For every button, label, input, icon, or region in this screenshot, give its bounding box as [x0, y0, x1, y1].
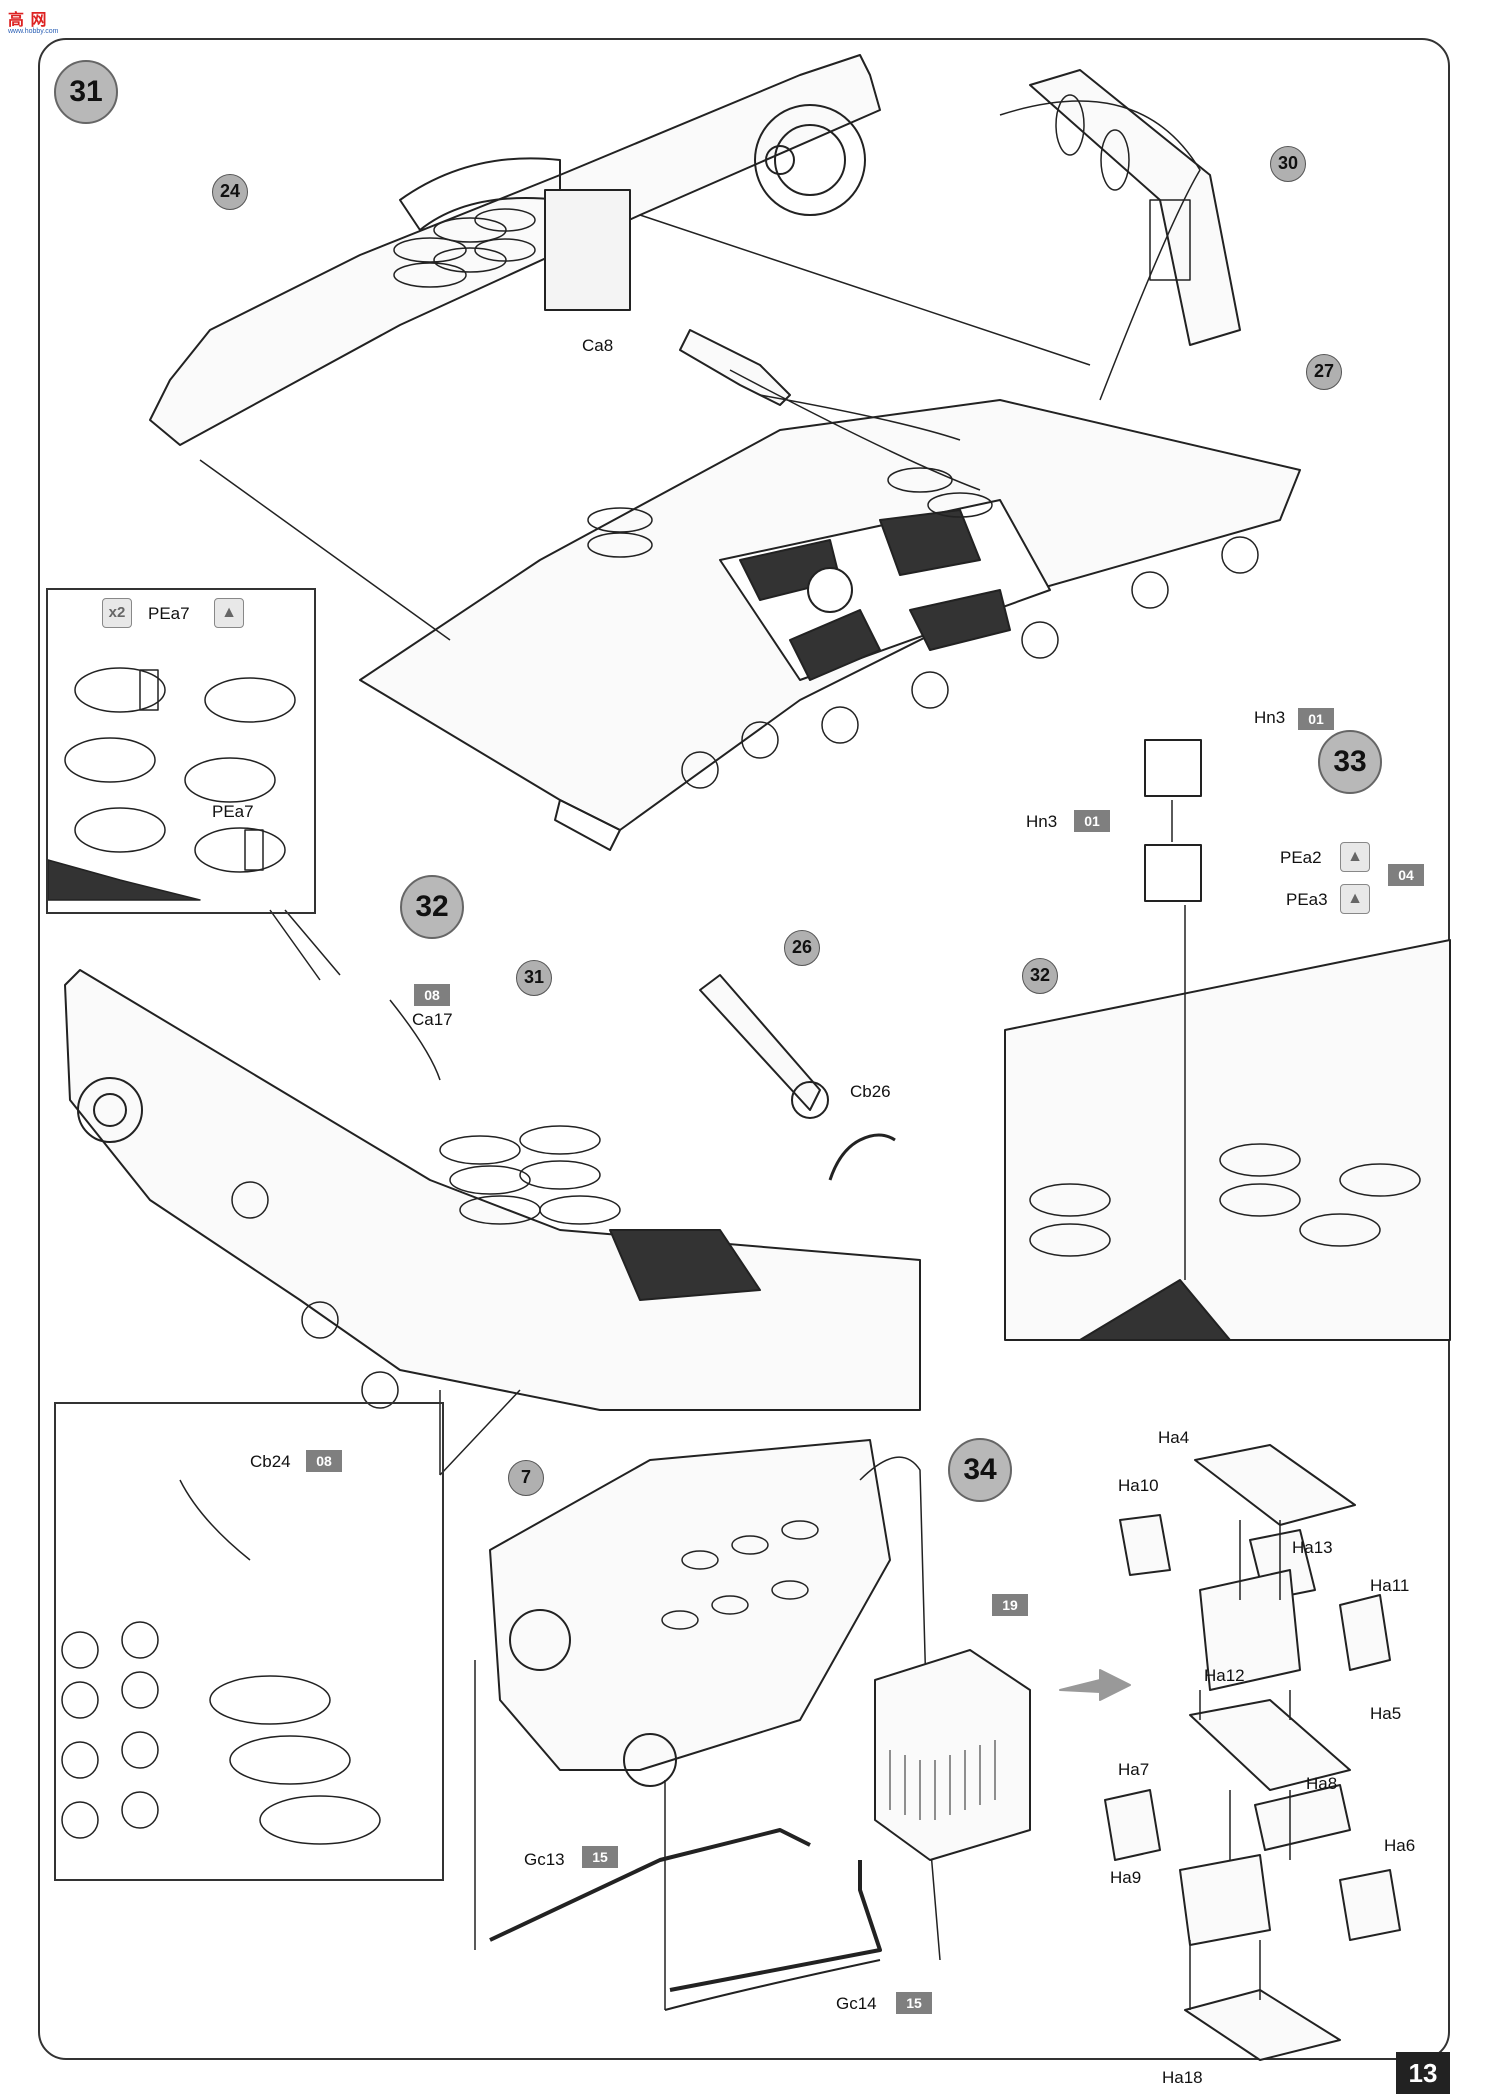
step-31-number: 31	[54, 60, 118, 124]
part-label-hn3-a: Hn3	[1254, 708, 1286, 727]
ref-step-24: 24	[212, 174, 248, 210]
part-label-pea3: PEa3	[1286, 890, 1328, 909]
sprue-tag-19: 19	[992, 1594, 1028, 1616]
sprue-tag-01-b: 01	[1074, 810, 1110, 832]
step-34-number: 34	[948, 1438, 1012, 1502]
ref-step-30: 30	[1270, 146, 1306, 182]
rear-panel-drawing	[1029, 69, 1241, 346]
sprue-tag-08-a: 08	[414, 984, 450, 1006]
part-label-ha11: Ha11	[1370, 1576, 1410, 1595]
part-label-ha13: Ha13	[1292, 1538, 1333, 1557]
sprue-tag-15-b: 15	[896, 1992, 932, 2014]
part-label-ha6: Ha6	[1384, 1836, 1416, 1855]
part-label-hn3-b: Hn3	[1026, 812, 1058, 831]
shell-drawing	[679, 329, 791, 406]
ref-step-26: 26	[784, 930, 820, 966]
photo-etch-icon: ▲	[1340, 842, 1370, 872]
photo-etch-icon: ▲	[1340, 884, 1370, 914]
pea7-detail-inset	[46, 588, 316, 914]
cb24-inset-drawing	[61, 1479, 381, 1845]
site-logo: 高 网 www.hobby.com	[8, 12, 59, 35]
pea7-inset-drawing	[47, 667, 296, 901]
sprue-tag-15-a: 15	[582, 1846, 618, 1868]
step-33-number: 33	[1318, 730, 1382, 794]
part-label-cb24: Cb24	[250, 1452, 291, 1471]
part-label-ha4: Ha4	[1158, 1428, 1190, 1447]
sprue-tag-04: 04	[1388, 864, 1424, 886]
hull-drawing	[359, 399, 1301, 851]
sprue-tag-08-b: 08	[306, 1450, 342, 1472]
page-number: 13	[1396, 2052, 1450, 2094]
engine-drawing	[474, 1439, 1031, 2011]
part-label-pea7-b: PEa7	[212, 802, 254, 821]
photo-etch-icon: ▲	[214, 598, 244, 628]
part-label-ha7: Ha7	[1118, 1760, 1150, 1779]
part-label-ha9: Ha9	[1110, 1868, 1142, 1887]
tank-parts-drawing	[1104, 1444, 1401, 2061]
ref-step-31: 31	[516, 960, 552, 996]
part-label-pea7-a: PEa7	[148, 604, 190, 623]
part-label-pea2: PEa2	[1280, 848, 1322, 867]
part-label-ha5: Ha5	[1370, 1704, 1402, 1723]
part-label-gc13: Gc13	[524, 1850, 565, 1869]
side-panel-drawing	[149, 54, 881, 446]
ref-step-7: 7	[508, 1460, 544, 1496]
step33-drawing	[1004, 739, 1451, 1341]
multiply-icon: x2	[102, 598, 132, 628]
step32-drawing	[64, 969, 921, 1411]
cb24-detail-inset	[54, 1402, 444, 1881]
direction-arrow	[1059, 1669, 1131, 1701]
part-label-ha12: Ha12	[1204, 1666, 1245, 1685]
part-label-cb26: Cb26	[850, 1082, 891, 1101]
ref-step-32: 32	[1022, 958, 1058, 994]
sprue-tag-01-a: 01	[1298, 708, 1334, 730]
step31-guide-lines	[199, 100, 1201, 641]
part-label-ca8: Ca8	[582, 336, 614, 355]
part-label-ca17: Ca17	[412, 1010, 453, 1029]
part-label-ha18: Ha18	[1162, 2068, 1203, 2087]
part-label-ha8: Ha8	[1306, 1774, 1338, 1793]
part-label-gc14: Gc14	[836, 1994, 877, 2013]
step-32-number: 32	[400, 875, 464, 939]
ref-step-27: 27	[1306, 354, 1342, 390]
part-label-ha10: Ha10	[1118, 1476, 1159, 1495]
